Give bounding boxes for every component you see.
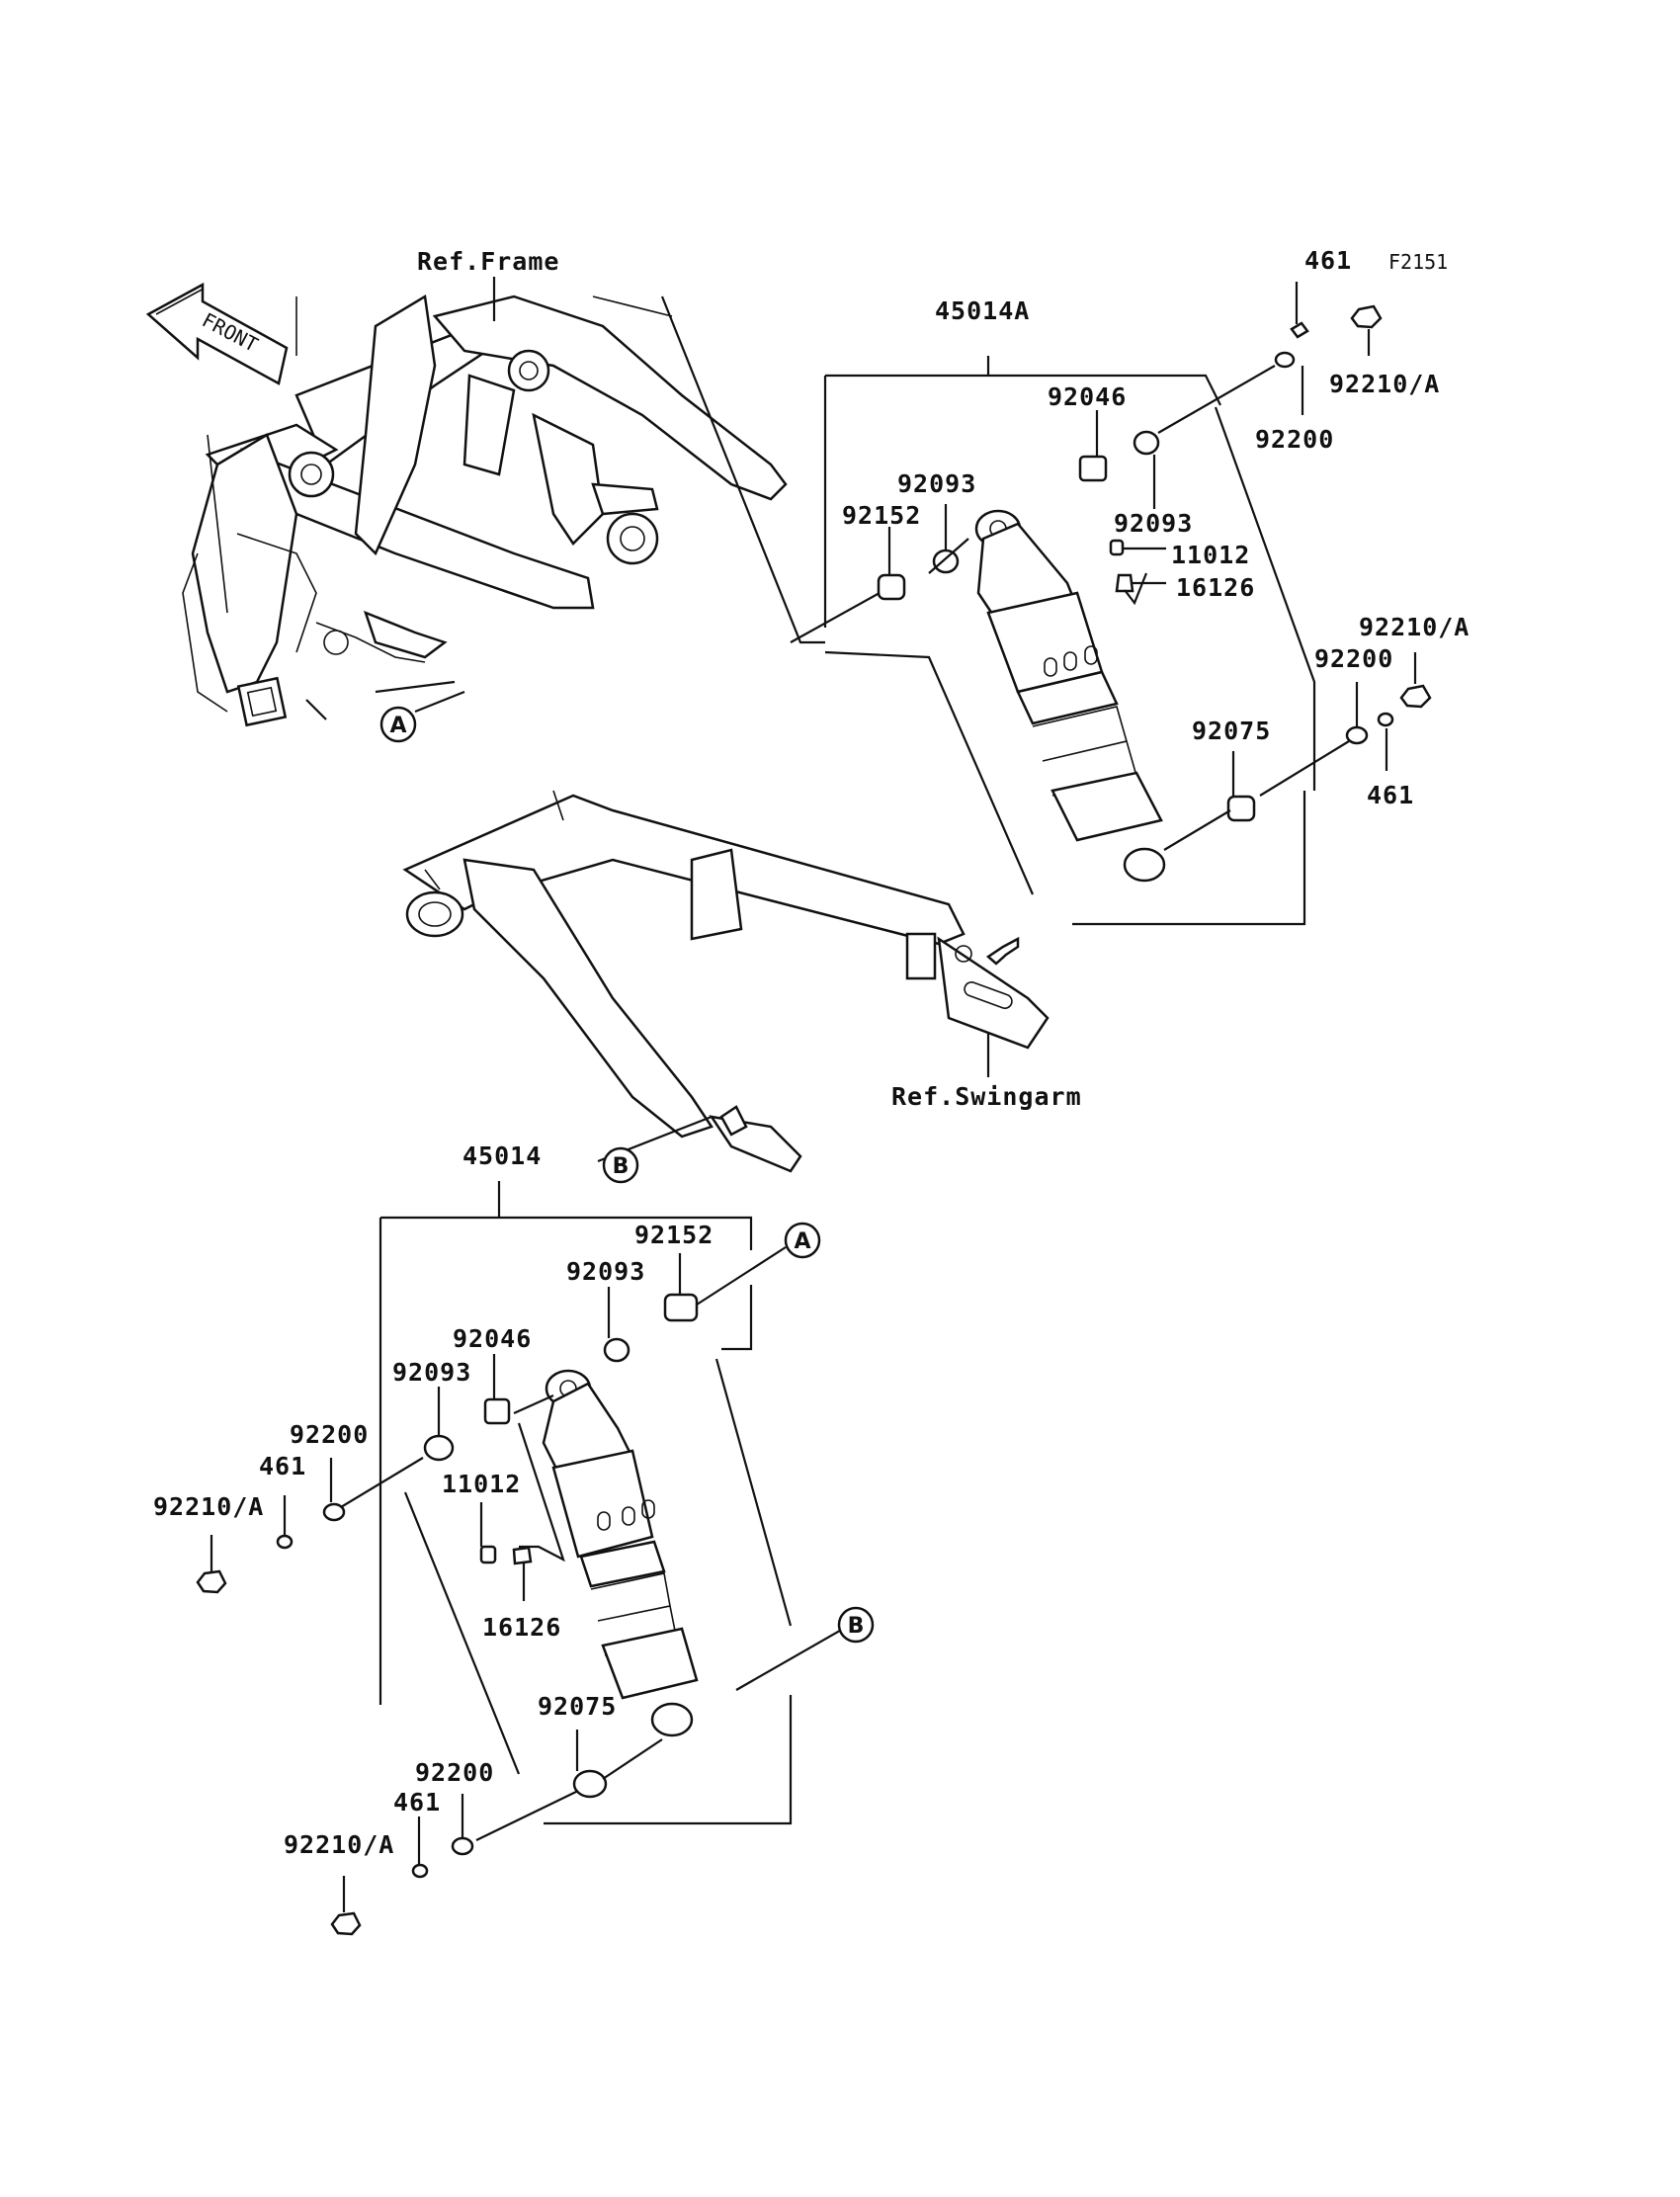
figure-code: F2151: [1388, 250, 1448, 274]
part-92093-lower-right: 92093: [566, 1257, 645, 1286]
part-92200-lower-left: 92200: [290, 1420, 369, 1449]
callout-b-upper: B: [602, 1146, 639, 1184]
assembly-lower-label: 45014: [462, 1141, 542, 1170]
part-11012-lower: 11012: [442, 1470, 521, 1498]
part-92152-upper: 92152: [842, 501, 921, 530]
part-461-right: 461: [1367, 781, 1414, 809]
callout-b-lower: B: [837, 1606, 875, 1644]
part-92210a-top: 92210/A: [1329, 370, 1440, 398]
svg-text:A: A: [389, 714, 406, 738]
svg-text:B: B: [848, 1614, 865, 1639]
ref-frame-label: Ref.Frame: [417, 247, 559, 276]
part-92152-lower: 92152: [634, 1221, 714, 1249]
callout-a-upper: A: [379, 706, 417, 743]
lower-shock-absorber: [542, 1369, 699, 1737]
part-92075-lower: 92075: [538, 1692, 617, 1721]
part-16126-upper: 16126: [1176, 573, 1255, 602]
part-92093-upper-right: 92093: [1114, 509, 1193, 538]
ref-swingarm-label: Ref.Swingarm: [891, 1082, 1082, 1111]
callout-a-lower: A: [784, 1222, 821, 1259]
part-92200-bottom: 92200: [415, 1758, 494, 1787]
lower-hardware: [196, 1105, 748, 1936]
front-arrow: FRONT: [145, 282, 289, 385]
part-16126-lower: 16126: [482, 1613, 561, 1642]
leader-lines: [210, 277, 1417, 1912]
assembly-upper-label: 45014A: [935, 296, 1030, 325]
part-92093-upper-left: 92093: [897, 469, 976, 498]
upper-shock-absorber: [974, 509, 1166, 883]
part-461-bottom: 461: [393, 1788, 441, 1817]
part-92093-lower-left: 92093: [392, 1358, 471, 1387]
part-92200-right: 92200: [1314, 644, 1393, 673]
part-92046-lower: 92046: [453, 1324, 532, 1353]
part-461-top: 461: [1304, 246, 1352, 275]
part-92046-upper: 92046: [1048, 382, 1127, 411]
part-92210a-bottom: 92210/A: [284, 1830, 394, 1859]
svg-text:B: B: [613, 1154, 630, 1179]
part-11012-upper: 11012: [1171, 541, 1250, 569]
upper-hardware: [877, 304, 1432, 966]
part-92210a-right: 92210/A: [1359, 613, 1470, 641]
part-92075-upper: 92075: [1192, 717, 1271, 745]
part-92200-top: 92200: [1255, 425, 1334, 454]
part-92210a-lower-left: 92210/A: [153, 1492, 264, 1521]
frame-drawing: [182, 294, 788, 727]
part-461-lower-left: 461: [259, 1452, 306, 1480]
svg-text:A: A: [794, 1229, 810, 1254]
